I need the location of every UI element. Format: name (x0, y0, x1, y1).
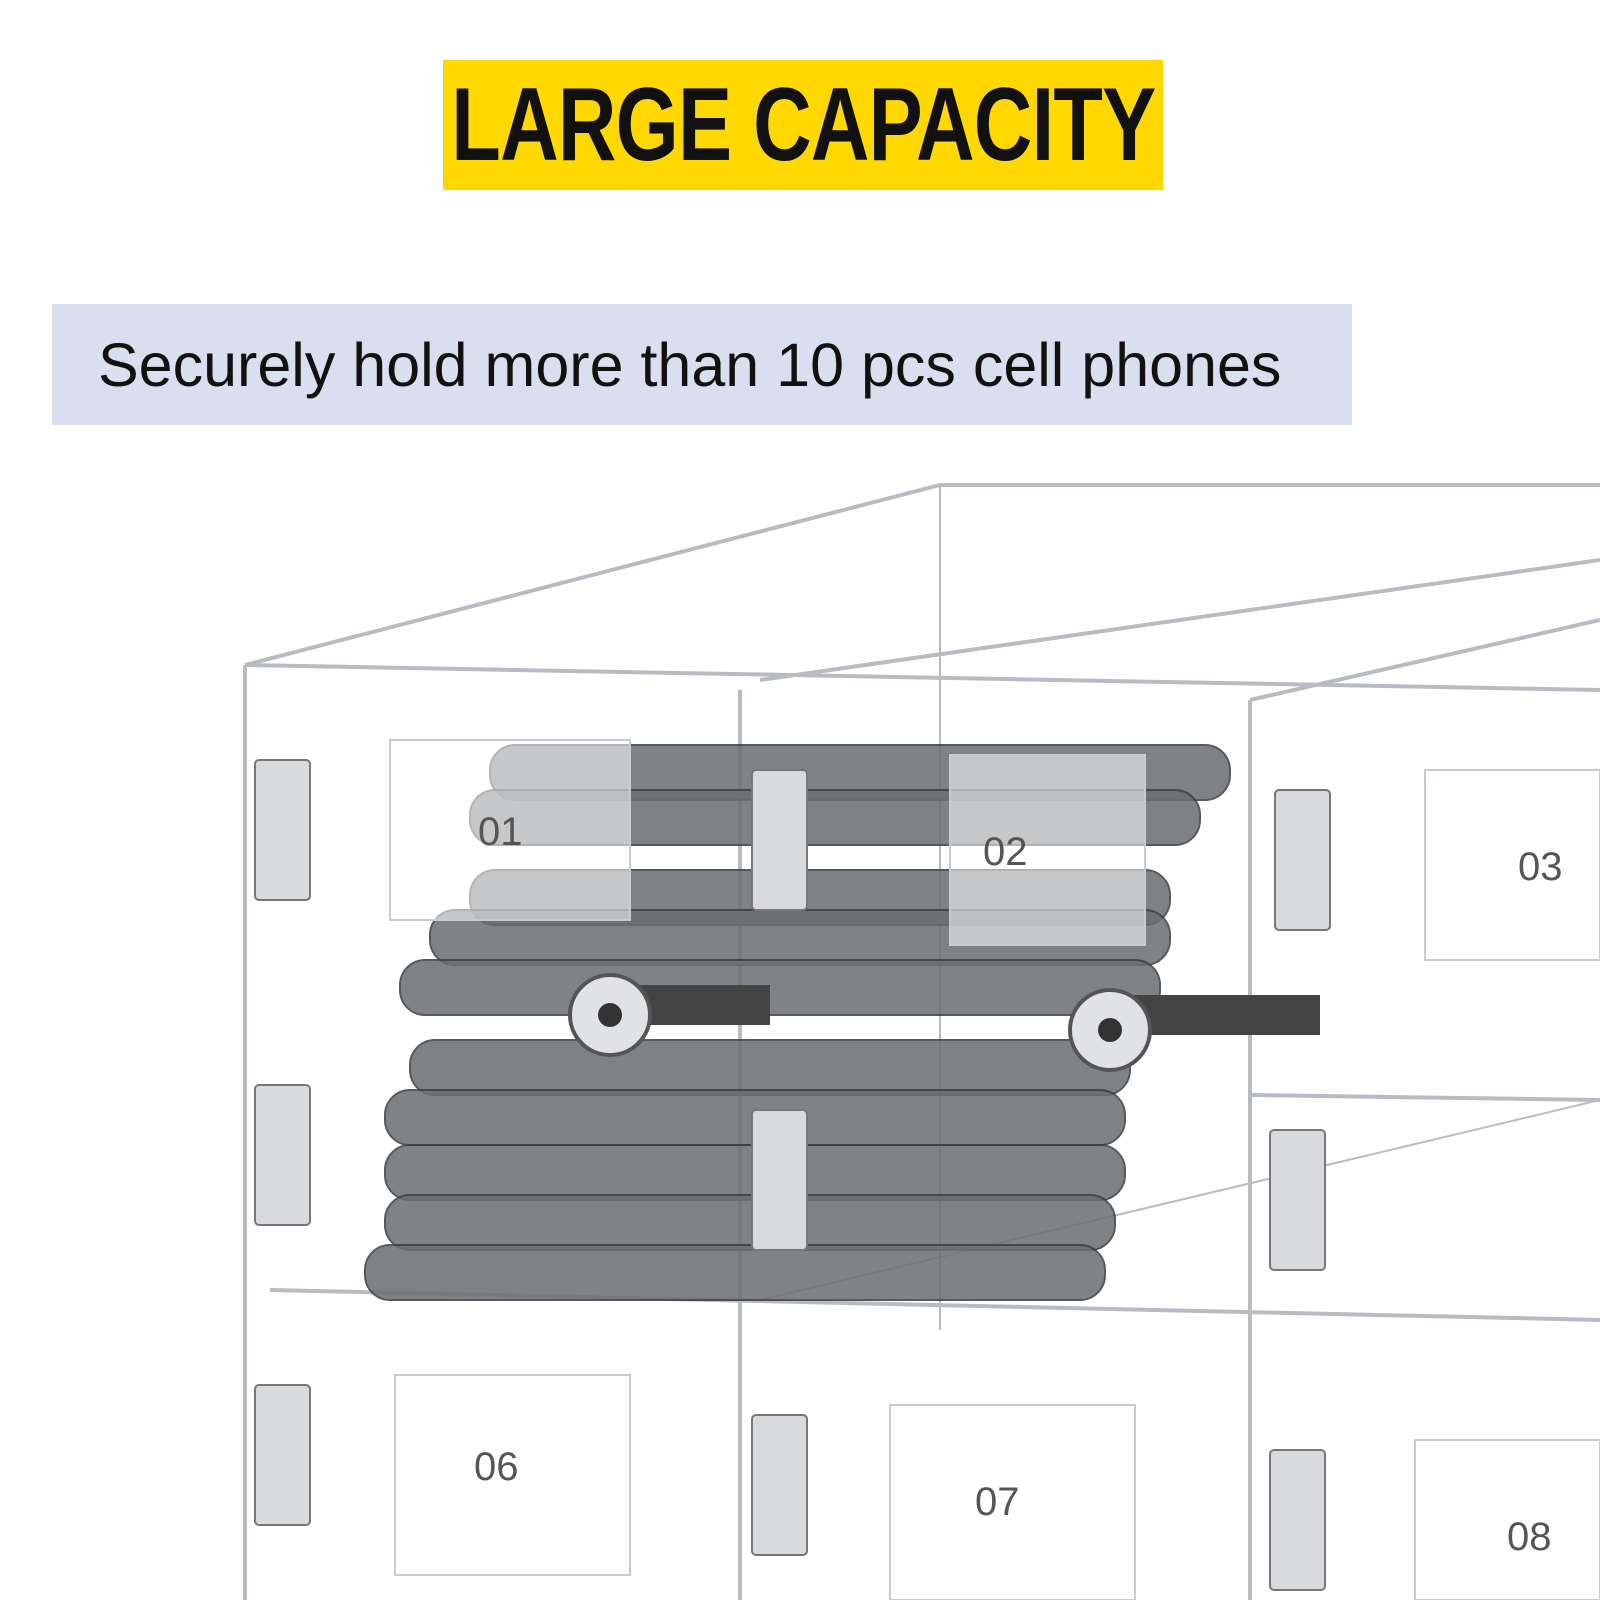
page-title: LARGE CAPACITY (450, 66, 1156, 183)
compartment-label-01: 01 (478, 810, 523, 854)
title-banner: LARGE CAPACITY (443, 60, 1163, 190)
subtitle-text: Securely hold more than 10 pcs cell phon… (98, 330, 1282, 399)
compartment-label-03: 03 (1518, 845, 1563, 889)
locks (568, 973, 1320, 1072)
compartment-label-07: 07 (975, 1480, 1020, 1524)
compartment-label-02: 02 (983, 830, 1028, 874)
acrylic-locker-image: 01 02 03 06 07 08 (243, 483, 1600, 1600)
hinges (254, 759, 1331, 1591)
subtitle-bar: Securely hold more than 10 pcs cell phon… (52, 304, 1352, 425)
compartment-label-06: 06 (474, 1445, 519, 1489)
compartment-label-08: 08 (1507, 1515, 1552, 1559)
